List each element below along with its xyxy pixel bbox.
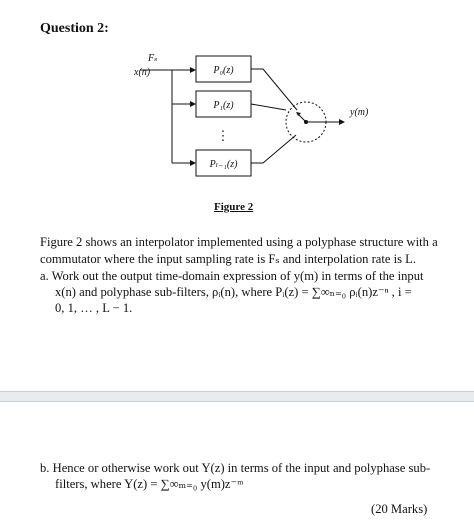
polyphase-interpolator-diagram: Fₛ x(n) P₀(z) P₁(z) ⋮ Pₗ₋₁(z) y(m) <box>133 53 369 177</box>
part-a: a. Work out the output time-domain expre… <box>40 268 440 316</box>
filter-label-last: Pₗ₋₁(z) <box>209 159 239 170</box>
part-a-line-3: 0, 1, … , L − 1. <box>55 301 133 315</box>
commutator-arm <box>297 113 307 123</box>
output-label: y(m) <box>349 107 369 118</box>
question-title: Question 2: <box>40 21 109 36</box>
part-a-line-2: x(n) and polyphase sub-filters, ρᵢ(n), w… <box>55 285 412 299</box>
part-b-line-2: filters, where Y(z) = ∑∞ₘ₌₀ y(m)z⁻ᵐ <box>55 477 244 491</box>
filter-box-last <box>195 149 252 177</box>
part-a-line-1: a. Work out the output time-domain expre… <box>40 269 424 283</box>
figure-caption: Figure 2 <box>214 201 254 213</box>
part-b-line-1: b. Hence or otherwise work out Y(z) in t… <box>40 461 431 475</box>
commutator-arrow-icon <box>296 112 301 116</box>
marks-label: (20 Marks) <box>371 502 428 516</box>
input-label: x(n) <box>133 67 151 78</box>
page-divider <box>0 391 474 402</box>
ellipsis-label: ⋮ <box>217 128 230 143</box>
arrow-icon <box>190 101 196 107</box>
output-line-1 <box>250 103 287 111</box>
intro-line-1: Figure 2 shows an interpolator implement… <box>40 235 438 249</box>
arrow-icon <box>190 160 196 166</box>
intro-line-2: commutator where the input sampling rate… <box>40 252 417 266</box>
intro-paragraph: Figure 2 shows an interpolator implement… <box>40 234 440 268</box>
arrow-icon <box>339 119 345 125</box>
filter-label-0: P₀(z) <box>212 65 234 76</box>
filter-box-1 <box>195 90 252 118</box>
part-b: b. Hence or otherwise work out Y(z) in t… <box>40 460 440 492</box>
input-rate-label: Fₛ <box>147 53 157 64</box>
output-line-0 <box>251 68 298 111</box>
output-line-last <box>251 134 297 164</box>
arrow-icon <box>190 67 196 73</box>
filter-label-1: P₁(z) <box>212 100 234 111</box>
